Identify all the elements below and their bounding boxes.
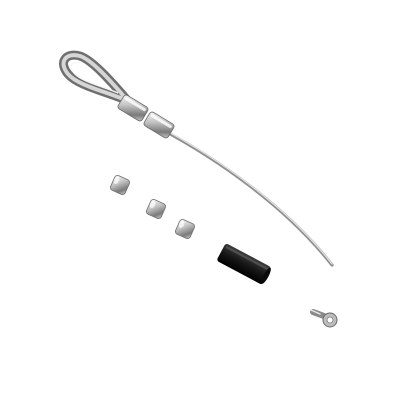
wire-cable [161, 128, 334, 267]
ferrule-sleeve [145, 198, 167, 220]
ferrule-sleeve [109, 174, 131, 196]
ring-terminal [310, 309, 338, 328]
crimp-sleeve-lower [143, 111, 175, 139]
crimp-sleeve-upper [117, 94, 149, 122]
thimble-eye [59, 50, 133, 106]
ferrule-sleeve [174, 218, 196, 240]
heat-shrink-tube [217, 244, 271, 284]
